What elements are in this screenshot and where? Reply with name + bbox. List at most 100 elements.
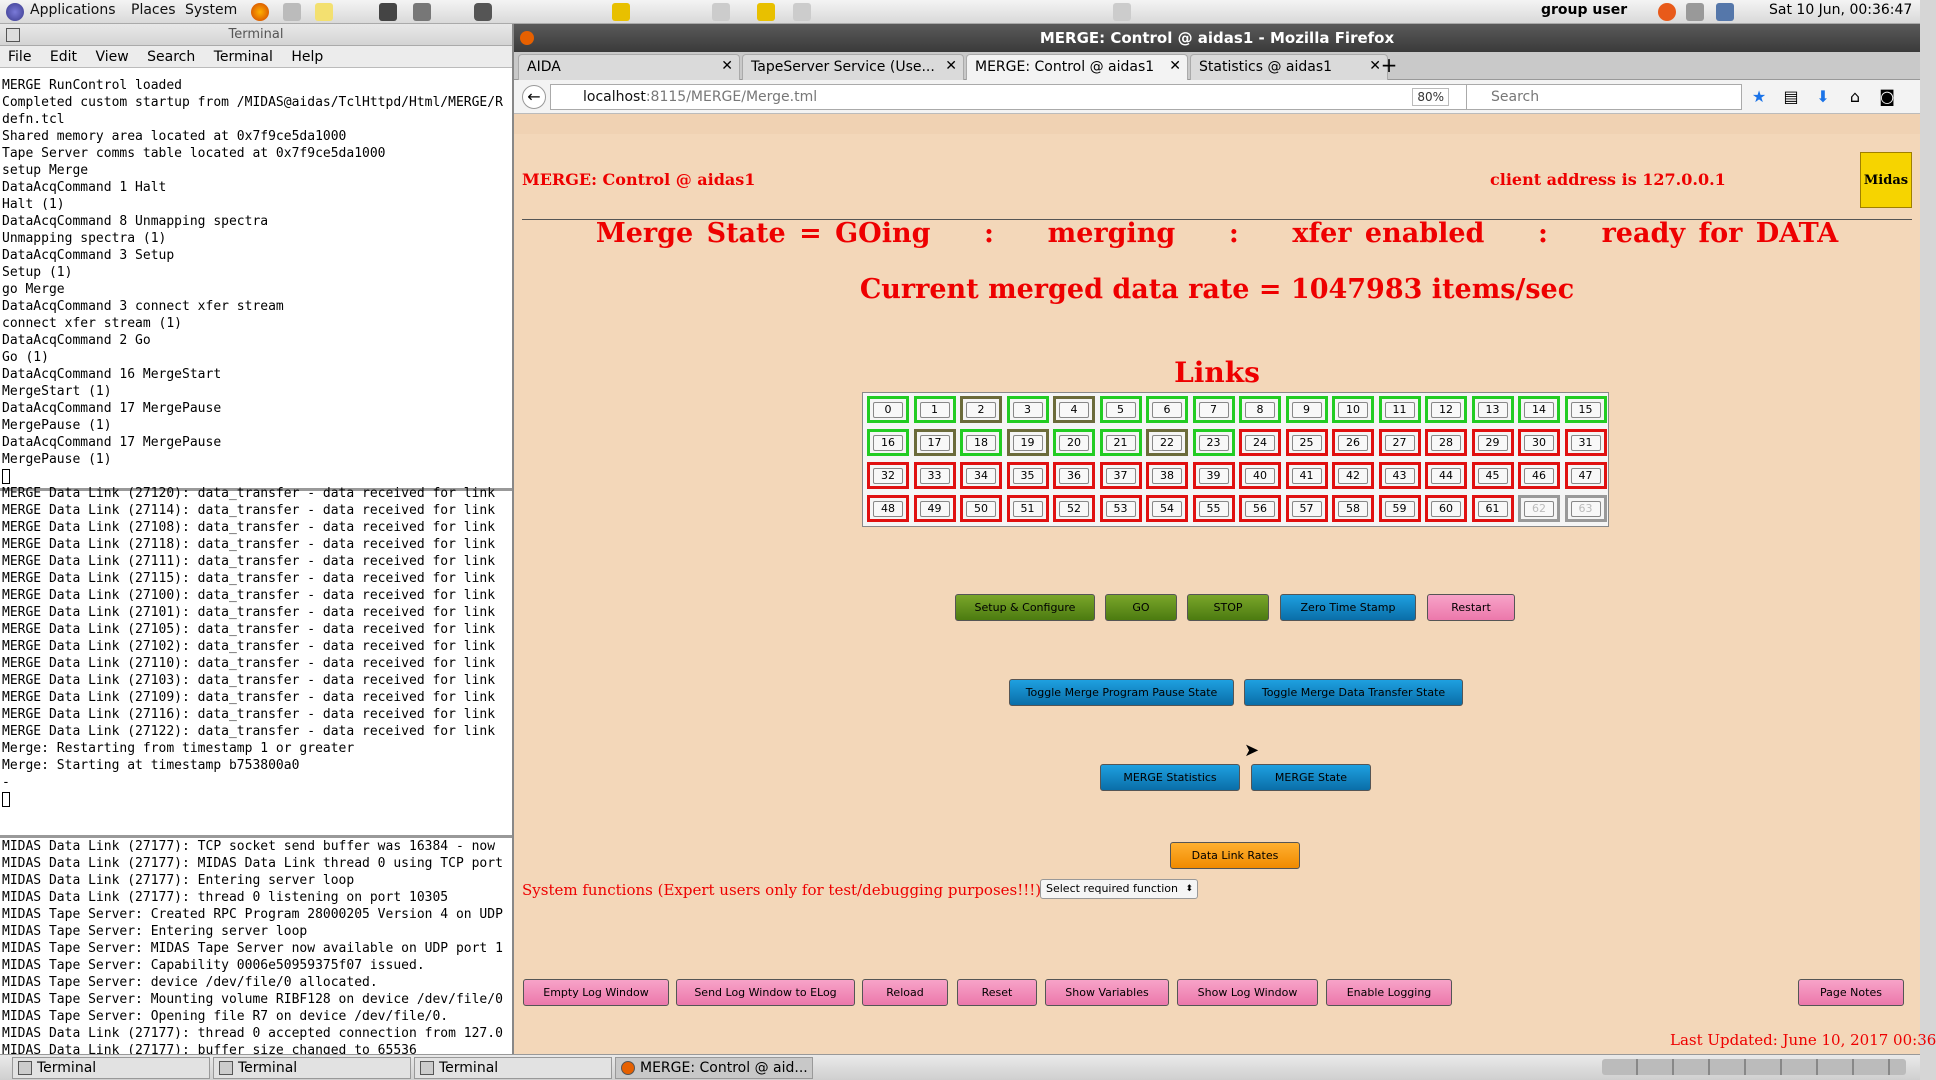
link-8[interactable]: 8 [1239,396,1281,423]
link-35[interactable]: 35 [1006,462,1049,489]
user-name[interactable]: group user [1541,2,1628,18]
link-63[interactable]: 63 [1564,495,1607,522]
link-6[interactable]: 6 [1146,396,1188,423]
close-tab-icon[interactable]: ✕ [1169,58,1181,74]
link-57[interactable]: 57 [1285,495,1328,522]
link-44[interactable]: 44 [1425,462,1467,489]
link-11[interactable]: 11 [1378,396,1421,423]
terminal-launcher-icon[interactable] [379,3,397,21]
link-56[interactable]: 56 [1239,495,1281,522]
link-52[interactable]: 52 [1053,495,1095,522]
merge-state-button[interactable]: MERGE State [1251,764,1371,791]
link-36[interactable]: 36 [1053,462,1095,489]
terminal-pane-runcontrol[interactable]: MERGE RunControl loaded Completed custom… [0,77,512,488]
link-24[interactable]: 24 [1239,429,1281,456]
link-46[interactable]: 46 [1518,462,1560,489]
setup-configure-button[interactable]: Setup & Configure [955,594,1095,621]
link-61[interactable]: 61 [1471,495,1514,522]
link-12[interactable]: 12 [1425,396,1467,423]
terminal-pane-merge[interactable]: MERGE Data Link (27120): data_transfer -… [0,486,512,835]
link-30[interactable]: 30 [1518,429,1560,456]
downloads-icon[interactable]: ⬇ [1816,87,1830,106]
midas-logo[interactable]: Midas [1860,152,1912,208]
link-43[interactable]: 43 [1378,462,1421,489]
link-54[interactable]: 54 [1146,495,1188,522]
network-launcher-icon[interactable] [712,3,730,21]
taskbar-firefox[interactable]: MERGE: Control @ aid... [615,1057,813,1079]
home-icon[interactable]: ⌂ [1849,87,1861,106]
new-tab-icon[interactable]: + [1380,53,1398,77]
link-40[interactable]: 40 [1239,462,1281,489]
link-5[interactable]: 5 [1099,396,1142,423]
link-37[interactable]: 37 [1099,462,1142,489]
applications-menu[interactable]: Applications [30,2,116,18]
link-26[interactable]: 26 [1332,429,1374,456]
zero-time-stamp-button[interactable]: Zero Time Stamp [1280,594,1416,621]
taskbar-terminal-1[interactable]: Terminal [12,1057,210,1079]
go-button[interactable]: GO [1105,594,1177,621]
link-17[interactable]: 17 [913,429,956,456]
link-18[interactable]: 18 [960,429,1002,456]
link-1[interactable]: 1 [913,396,956,423]
link-14[interactable]: 14 [1518,396,1560,423]
back-arrow-icon[interactable]: ← [522,85,546,109]
close-tab-icon[interactable]: ✕ [945,58,957,74]
toggle-xfer-button[interactable]: Toggle Merge Data Transfer State [1244,679,1463,706]
reading-list-icon[interactable]: ▤ [1783,87,1799,106]
bookmark-star-icon[interactable]: ★ [1751,87,1767,106]
merge-statistics-button[interactable]: MERGE Statistics [1100,764,1240,791]
link-58[interactable]: 58 [1332,495,1374,522]
menu-file[interactable]: File [8,49,32,65]
link-2[interactable]: 2 [960,396,1002,423]
link-32[interactable]: 32 [867,462,909,489]
link-23[interactable]: 23 [1192,429,1235,456]
link-60[interactable]: 60 [1425,495,1467,522]
show-variables-button[interactable]: Show Variables [1045,979,1169,1006]
link-19[interactable]: 19 [1006,429,1049,456]
menu-help[interactable]: Help [291,49,324,65]
zoom-indicator[interactable]: 80% [1412,88,1449,106]
terminal-pane-midas[interactable]: MIDAS Data Link (27177): TCP socket send… [0,838,512,1075]
midas-launcher-icon[interactable] [612,3,630,21]
enable-logging-button[interactable]: Enable Logging [1326,979,1452,1006]
tab-statistics[interactable]: Statistics @ aidas1✕ [1190,54,1388,80]
link-42[interactable]: 42 [1332,462,1374,489]
empty-log-button[interactable]: Empty Log Window [523,979,669,1006]
network-launcher-2-icon[interactable] [793,3,811,21]
link-15[interactable]: 15 [1564,396,1607,423]
link-7[interactable]: 7 [1192,396,1235,423]
tab-merge-control[interactable]: MERGE: Control @ aidas1✕ [966,54,1188,80]
pocket-icon[interactable]: ◙ [1879,87,1895,106]
pane-separator[interactable] [0,488,512,491]
places-menu[interactable]: Places [131,2,176,18]
midas-launcher-2-icon[interactable] [757,3,775,21]
menu-search[interactable]: Search [147,49,196,65]
link-29[interactable]: 29 [1471,429,1514,456]
pane-separator[interactable] [0,835,512,838]
system-function-select[interactable]: Select required function⬍ [1040,879,1198,899]
link-3[interactable]: 3 [1006,396,1049,423]
firefox-launcher-icon[interactable] [251,3,269,21]
terminal-window-icon[interactable] [6,28,20,42]
link-10[interactable]: 10 [1332,396,1374,423]
show-log-window-button[interactable]: Show Log Window [1177,979,1318,1006]
system-menu[interactable]: System [185,2,238,18]
notes-launcher-icon[interactable] [315,3,333,21]
link-22[interactable]: 22 [1146,429,1188,456]
link-21[interactable]: 21 [1099,429,1142,456]
network-status-icon[interactable] [1716,3,1734,21]
data-link-rates-button[interactable]: Data Link Rates [1170,842,1300,869]
link-33[interactable]: 33 [913,462,956,489]
link-25[interactable]: 25 [1285,429,1328,456]
link-48[interactable]: 48 [867,495,909,522]
link-47[interactable]: 47 [1564,462,1607,489]
link-9[interactable]: 9 [1285,396,1328,423]
volume-icon[interactable] [1686,3,1704,21]
link-39[interactable]: 39 [1192,462,1235,489]
firefox-titlebar[interactable]: MERGE: Control @ aidas1 - Mozilla Firefo… [514,24,1920,52]
taskbar-terminal-2[interactable]: Terminal [213,1057,411,1079]
link-27[interactable]: 27 [1378,429,1421,456]
restart-button[interactable]: Restart [1427,594,1515,621]
send-log-elog-button[interactable]: Send Log Window to ELog [676,979,855,1006]
taskbar-terminal-3[interactable]: Terminal [414,1057,612,1079]
